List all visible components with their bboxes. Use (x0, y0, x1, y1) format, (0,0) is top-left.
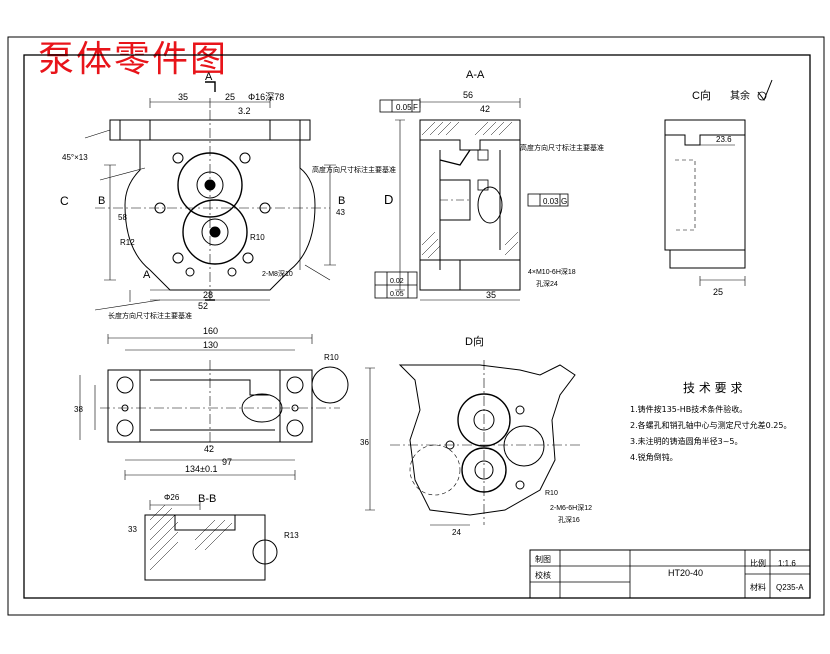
view-d-title: D向 (465, 334, 484, 348)
dim-58: 58 (118, 213, 127, 222)
datum-g: G (561, 197, 567, 206)
par-tol-value-2: 0.03 (543, 197, 559, 206)
inner-border (23, 54, 811, 599)
dim-24: 24 (452, 528, 461, 537)
radius-r10: R10 (250, 233, 265, 242)
height-datum-note: 高度方向尺寸标注主要基准 (312, 165, 396, 174)
top-view (79, 334, 349, 480)
tol-a1: 0.02 (390, 278, 404, 285)
view-c-title: C向 (692, 88, 711, 102)
tb-scale-value: 1:1.6 (778, 559, 796, 568)
dim-36: 36 (360, 438, 369, 447)
title-block (529, 549, 811, 599)
other-finish-label: 其余 (730, 89, 750, 102)
dim-23-6: 23.6 (716, 135, 732, 144)
dim-38: 38 (74, 405, 83, 414)
thread-callout-2m8: 2-M8深10 (262, 269, 293, 278)
datum-f: F (413, 103, 418, 112)
dim-25-top: 25 (225, 92, 235, 102)
thread-callout-2m6: 2-M6-6H深12 (550, 503, 592, 512)
tech-req-item-3: 3.未注明的铸造圆角半径3~5。 (630, 436, 743, 446)
view-c (664, 119, 746, 286)
chamfer-callout: 45°×13 (62, 153, 88, 162)
tb-drawn-label: 制图 (535, 554, 551, 564)
hole-depth-16: 孔深16 (558, 515, 580, 524)
tb-material-label: 材料 (750, 582, 766, 592)
dim-56: 56 (463, 90, 473, 100)
section-label-a-bottom: A (143, 269, 151, 281)
roughness-circle-icon (757, 91, 767, 101)
section-aa-title: A-A (466, 69, 485, 81)
dim-42-top: 42 (204, 444, 214, 454)
section-aa-view (374, 98, 569, 301)
tb-checked-label: 校核 (535, 570, 551, 580)
height-datum-note-aa: 高度方向尺寸标注主要基准 (520, 143, 604, 152)
dim-phi26: Φ26 (164, 493, 180, 502)
radius-r10-d: R10 (545, 490, 558, 497)
view-arrow-label-c: C (60, 194, 69, 208)
hole-depth-24: 孔深24 (536, 279, 558, 288)
dim-42: 42 (480, 104, 490, 114)
section-label-b-left: B (98, 195, 105, 207)
section-label-a-top: A (205, 71, 213, 83)
dim-28: 28 (203, 290, 213, 300)
front-view (84, 81, 336, 311)
tech-req-item-2: 2.各螺孔和销孔轴中心与测定尺寸允差0.25。 (630, 420, 791, 430)
roughness-icon (757, 79, 773, 102)
dim-35-top: 35 (178, 92, 188, 102)
outer-border (7, 36, 825, 616)
dim-134: 134±0.1 (185, 464, 217, 474)
dim-52: 52 (198, 301, 208, 311)
tb-material-code: HT20-40 (668, 568, 703, 578)
section-bb-view (144, 500, 278, 581)
hole-callout-phi16: Φ16深78 (248, 92, 284, 102)
view-arrow-label-d: D (384, 192, 393, 207)
tech-req-item-1: 1.铸件按135-HB技术条件验收。 (630, 404, 747, 414)
dim-33: 33 (128, 525, 137, 534)
par-tol-value-1: 0.05 (396, 103, 412, 112)
dim-97: 97 (222, 457, 232, 467)
view-d (365, 360, 580, 526)
section-label-b-right: B (338, 195, 345, 207)
radius-r13: R13 (284, 531, 299, 540)
dim-43: 43 (336, 208, 345, 217)
radius-r12: R12 (120, 238, 135, 247)
dim-25-c: 25 (713, 287, 723, 297)
tech-req-item-4: 4.锐角倒钝。 (630, 452, 678, 462)
dim-35-aa: 35 (486, 290, 496, 300)
dim-130: 130 (203, 340, 218, 350)
tb-scale-label: 比例 (750, 558, 766, 568)
tol-a2: 0.05 (390, 291, 404, 298)
radius-r10-top: R10 (324, 353, 339, 362)
dim-3-2: 3.2 (238, 106, 251, 116)
length-datum-note: 长度方向尺寸标注主要基准 (108, 311, 192, 320)
tech-req-heading: 技 术 要 求 (683, 381, 742, 395)
dim-160: 160 (203, 326, 218, 336)
section-bb-title: B-B (198, 493, 216, 505)
drawing-title: 泵体零件图 (38, 39, 229, 80)
thread-callout-4m10: 4×M10-6H深18 (528, 267, 576, 276)
tb-material-value: Q235-A (776, 583, 804, 592)
